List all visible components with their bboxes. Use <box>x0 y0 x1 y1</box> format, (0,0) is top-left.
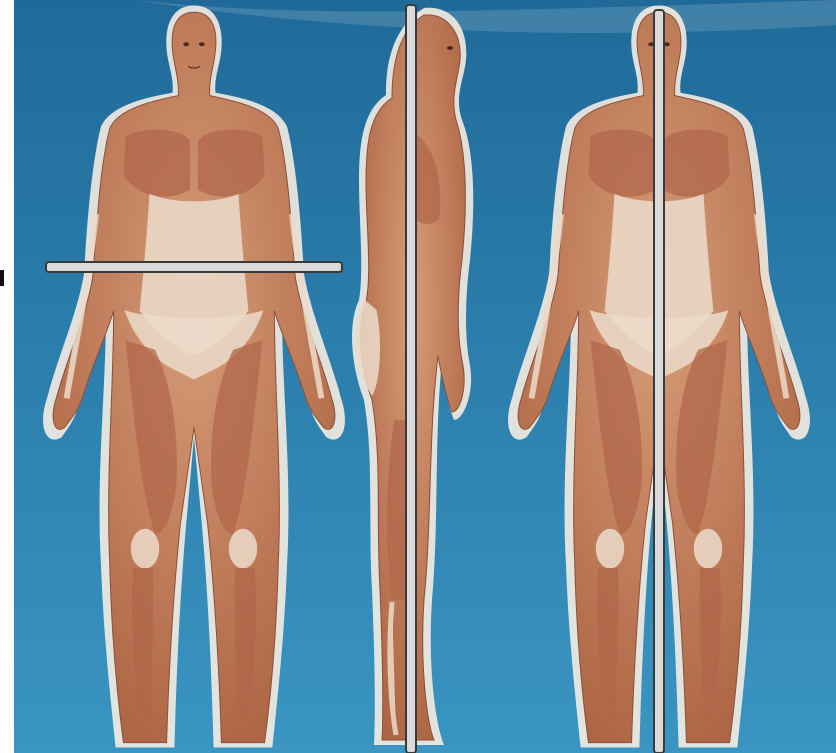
edge-marker <box>0 270 4 286</box>
sagittal-plane-bar <box>654 10 664 753</box>
transverse-plane-bar <box>46 262 342 272</box>
frontal-plane-bar <box>406 5 416 753</box>
anatomy-image <box>14 0 836 753</box>
